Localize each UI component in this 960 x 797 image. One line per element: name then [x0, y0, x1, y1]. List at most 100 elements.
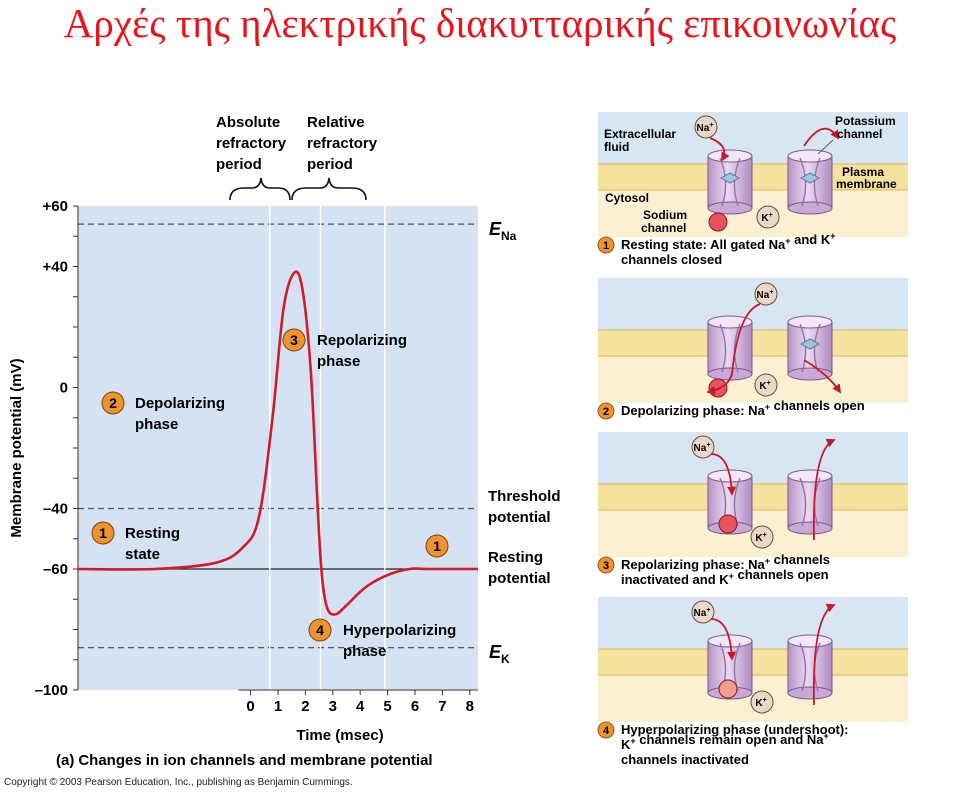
potassium-channel: [787, 315, 833, 381]
potassium-flow-arrow: [812, 603, 836, 706]
channel-panel-1: Na+K+ExtracellularfluidPotassiumchannelP…: [597, 112, 908, 267]
x-tick-label: 0: [246, 698, 254, 715]
annotation-resting-return: 1: [425, 534, 449, 558]
membrane-potential-curve: [77, 270, 478, 616]
step-badge: 4: [597, 721, 615, 739]
e-k-label: EK: [489, 642, 510, 666]
channel-panel-4: Na+ K+ 4 Hyperpolarizing phase (undershoot)…: [597, 597, 908, 767]
svg-text:3: 3: [290, 332, 298, 348]
svg-text:Na+: Na+: [694, 442, 711, 454]
relative-refractory-brace: [291, 177, 367, 201]
potassium-ion: K+: [750, 525, 774, 549]
ion-channel-panels: Na+K+ExtracellularfluidPotassiumchannelP…: [597, 112, 908, 767]
potassium-flow-arrow: [803, 127, 839, 147]
y-tick-label: +40: [43, 259, 68, 276]
e-na-label: ENa: [489, 219, 517, 243]
svg-text:Na+: Na+: [697, 122, 714, 134]
y-axis-label: Membrane potential (mV): [8, 358, 25, 537]
copyright-text: Copyright © 2003 Pearson Education, Inc.…: [4, 777, 353, 788]
svg-text:1: 1: [433, 538, 441, 554]
potassium-channel-label: channel: [837, 127, 882, 141]
step-badge: 1: [597, 236, 615, 254]
svg-text:Repolarizing phase: Repolarizing phase: [317, 332, 411, 370]
sodium-ion: Na+: [754, 282, 778, 306]
svg-text:K+: K+: [755, 697, 766, 709]
relative-refractory-label: Relative refractory period: [307, 114, 381, 173]
plasma-membrane-band: [598, 649, 908, 675]
svg-text:K+: K+: [755, 532, 766, 544]
x-tick-label: 5: [383, 698, 391, 715]
svg-text:Hyperpolarizing phase: Hyperpolarizing phase: [343, 622, 461, 660]
absolute-refractory-label: Absolute refractory period: [216, 114, 290, 173]
svg-text:2: 2: [603, 406, 609, 418]
channel-panel-2: Na+ K+ 2 Depolarizing phase: Na+ channels o…: [597, 278, 908, 420]
svg-text:3: 3: [603, 560, 609, 572]
y-tick-label: –40: [43, 501, 68, 518]
plasma-membrane-band: [598, 484, 908, 510]
annotation-repolarizing: 3 Repolarizing phase: [282, 328, 411, 370]
svg-text:2: 2: [109, 395, 117, 411]
threshold-label: Threshold potential: [488, 488, 565, 526]
sodium-flow-arrow: [710, 618, 737, 661]
x-tick-label: 3: [329, 698, 337, 715]
svg-text:4: 4: [603, 725, 610, 737]
y-tick-label: +60: [43, 198, 68, 215]
absolute-refractory-brace: [229, 177, 291, 201]
potassium-ion: K+: [754, 373, 778, 397]
action-potential-chart: +60 +40 0 –40 –60 –100 0 1 2 3 4 5 6 7 8 ENa Threshol…: [8, 114, 565, 769]
potassium-ion: K+: [756, 205, 780, 229]
x-tick-label: 8: [466, 698, 474, 715]
sodium-channel-label: Sodium: [643, 208, 687, 222]
sodium-flow-arrow: [706, 303, 761, 395]
svg-text:Na+: Na+: [757, 289, 774, 301]
sodium-ion: Na+: [694, 115, 718, 139]
svg-text:K+: K+: [761, 212, 772, 224]
x-axis-label: Time (msec): [296, 727, 383, 744]
plot-background: [78, 206, 478, 690]
inactivation-gate: [708, 212, 728, 232]
annotation-resting: 1 Resting state: [91, 521, 184, 563]
plasma-membrane-band: [598, 164, 908, 190]
svg-text:Resting state: Resting state: [125, 525, 184, 563]
page-title: Αρχές της ηλεκτρικής διακυτταρικής επικο…: [63, 0, 897, 46]
potassium-flow-arrow: [803, 359, 841, 394]
sodium-channel: [707, 149, 753, 215]
sodium-channel: [707, 634, 753, 700]
svg-text:Na+: Na+: [694, 607, 711, 619]
sodium-flow-arrow: [709, 137, 730, 162]
extracellular-label: Extracellular: [604, 127, 676, 141]
svg-text:Depolarizing phase: Depolarizing phase: [135, 395, 229, 433]
y-tick-label: –100: [35, 682, 68, 699]
cytosol-label: Cytosol: [605, 191, 649, 205]
potassium-channel: [787, 469, 833, 535]
cytosol-region: [598, 356, 908, 403]
inactivation-gate: [718, 514, 738, 534]
x-tick-label: 2: [301, 698, 309, 715]
cytosol-region: [598, 190, 908, 237]
svg-text:4: 4: [316, 622, 324, 638]
y-tick-label: –60: [43, 561, 68, 578]
figure-caption: (a)Changes in ion channels and membrane …: [56, 752, 433, 769]
step-caption: Depolarizing phase: Na+ channels open: [621, 398, 865, 418]
step-caption: Resting state: All gated Na+ and K+chann…: [621, 231, 835, 267]
x-tick-label: 1: [274, 698, 282, 715]
potassium-channel: [787, 149, 833, 215]
resting-potential-label: Resting potential: [488, 549, 551, 587]
step-caption: Hyperpolarizing phase (undershoot):K+ ch…: [621, 722, 849, 767]
sodium-ion: Na+: [691, 600, 715, 624]
plasma-membrane-label: Plasma: [842, 165, 884, 179]
x-tick-label: 7: [438, 698, 446, 715]
potassium-ion: K+: [750, 690, 774, 714]
step-badge: 3: [597, 556, 615, 574]
svg-text:1: 1: [603, 240, 609, 252]
svg-text:K+: K+: [759, 380, 770, 392]
x-tick-label: 6: [411, 698, 419, 715]
sodium-channel-label: channel: [641, 221, 686, 235]
plasma-membrane-label: membrane: [836, 177, 897, 191]
svg-text:1: 1: [99, 525, 107, 541]
annotation-hyperpolarizing: 4 Hyperpolarizing phase: [308, 618, 461, 660]
y-tick-label: 0: [60, 380, 68, 397]
potassium-channel-label: Potassium: [835, 114, 896, 128]
